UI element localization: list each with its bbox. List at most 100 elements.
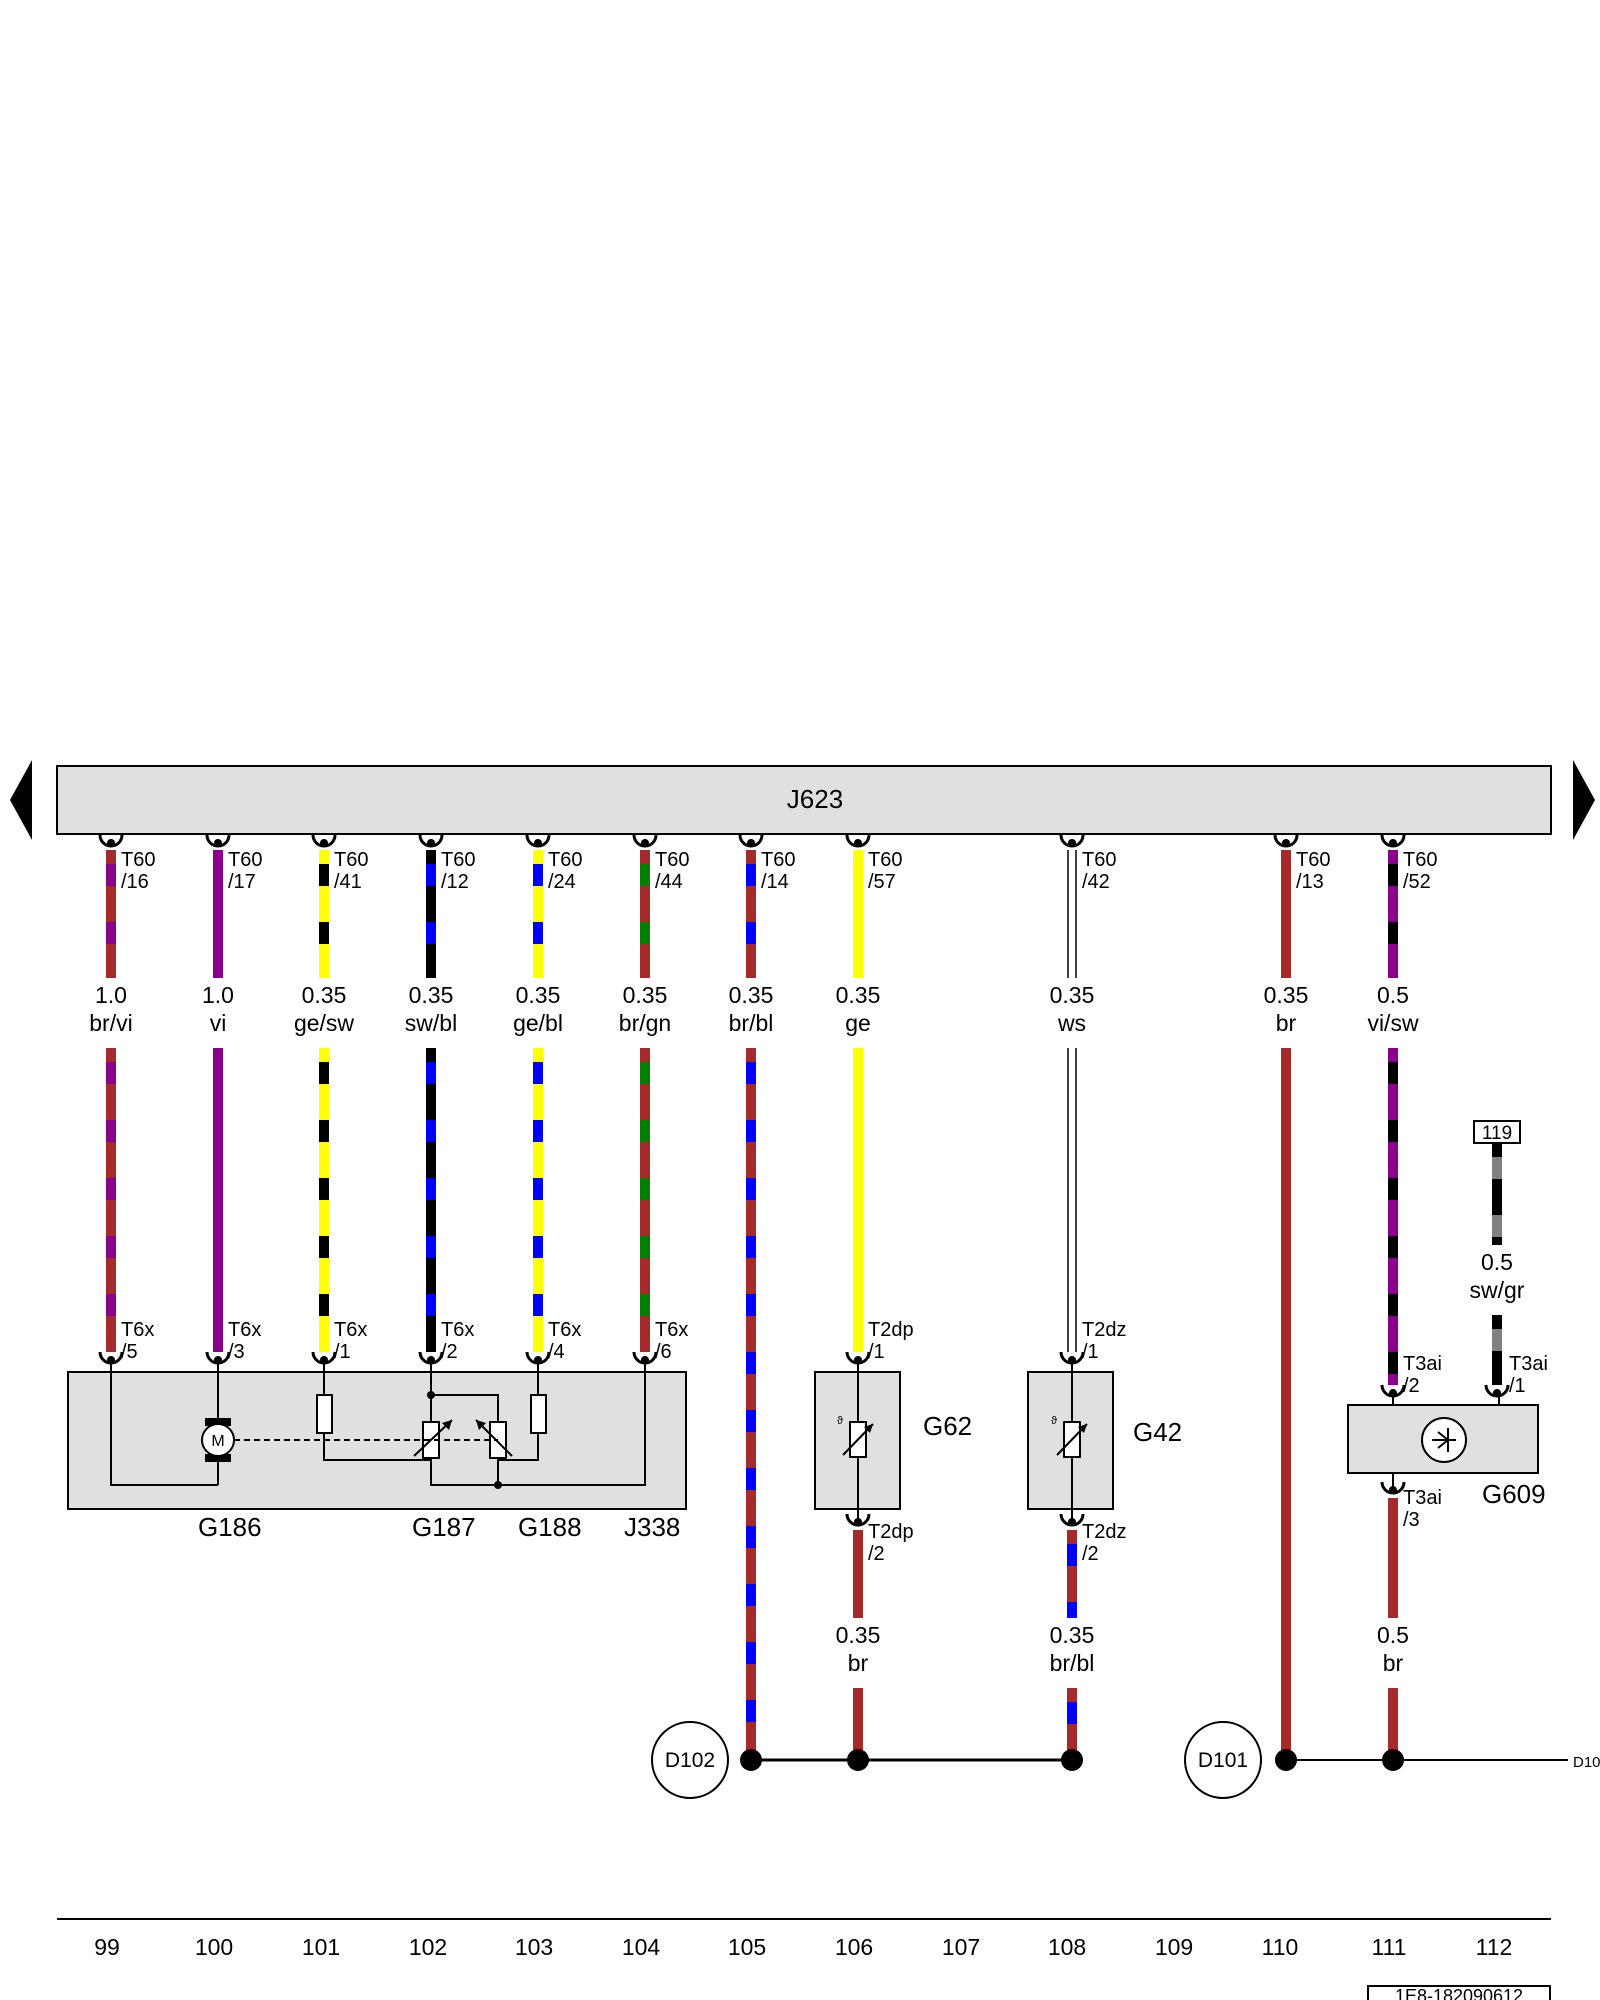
junction-dot xyxy=(494,1481,502,1489)
pin-label: T60 xyxy=(868,849,902,871)
pin-label: /57 xyxy=(868,871,896,893)
wire-color: ge/bl xyxy=(513,1010,563,1036)
wire-size: 0.5 xyxy=(1377,982,1409,1008)
column-number: 106 xyxy=(835,1934,873,1960)
pin-label: T2dp xyxy=(868,1319,914,1341)
ground-label-d101: D101 xyxy=(1198,1749,1248,1772)
motor-brush xyxy=(205,1418,231,1426)
wire-color: br xyxy=(848,1650,869,1676)
junction-dot xyxy=(1382,1749,1404,1771)
arrowhead xyxy=(864,1424,873,1433)
pin-label: /2 xyxy=(1082,1543,1099,1565)
connector-pin xyxy=(1068,839,1076,847)
pin-label: /44 xyxy=(655,871,683,893)
component-label-g186: G186 xyxy=(198,1512,262,1542)
pin-label: T6x xyxy=(228,1319,261,1341)
pin-label: /6 xyxy=(655,1341,672,1363)
pin-label: T60 xyxy=(228,849,262,871)
junction-dot xyxy=(847,1749,869,1771)
wire-color: vi/sw xyxy=(1367,1010,1419,1036)
connector-pin xyxy=(641,839,649,847)
wire-color: ws xyxy=(1057,1010,1086,1036)
pin-label: /13 xyxy=(1296,871,1324,893)
column-number: 110 xyxy=(1262,1934,1299,1960)
prev-page-arrow[interactable] xyxy=(10,760,32,840)
pin-label: /1 xyxy=(1082,1341,1099,1363)
motor-symbol: M xyxy=(211,1433,224,1450)
pressure-sensor-symbol xyxy=(1432,1428,1456,1452)
ground-point-d101 xyxy=(1184,1721,1262,1799)
wire-color: ge/sw xyxy=(294,1010,354,1036)
wire-size: 0.35 xyxy=(409,982,454,1008)
ground-label-edge: D10 xyxy=(1573,1754,1600,1771)
connector-pin xyxy=(427,839,435,847)
sensor-g42-box xyxy=(1027,1371,1114,1510)
pin-label: /2 xyxy=(868,1543,885,1565)
wire-size: 1.0 xyxy=(202,982,234,1008)
column-number: 101 xyxy=(302,1934,340,1960)
pin-label: /1 xyxy=(334,1341,351,1363)
junction-dot xyxy=(1275,1749,1297,1771)
wire-color: br/bl xyxy=(1050,1650,1095,1676)
wire-size: 0.5 xyxy=(1377,1622,1409,1648)
pin-label: T3ai xyxy=(1403,1487,1442,1509)
t6x-labels: T6x /5 T6x /3 T6x /1 T6x /2 T6x /4 T6x /… xyxy=(121,1319,688,1363)
column-number: 99 xyxy=(94,1934,120,1960)
pin-label: /5 xyxy=(121,1341,138,1363)
column-number: 100 xyxy=(195,1934,233,1960)
column-number: 102 xyxy=(409,1934,447,1960)
pin-label: /4 xyxy=(548,1341,565,1363)
pin-label: T60 xyxy=(1296,849,1330,871)
connector-pin xyxy=(1282,839,1290,847)
pin-label: /1 xyxy=(868,1341,885,1363)
connector-pin xyxy=(854,839,862,847)
component-label-g187: G187 xyxy=(412,1512,476,1542)
junction-dot xyxy=(427,1391,435,1399)
control-unit-label: J623 xyxy=(787,784,843,814)
column-number: 111 xyxy=(1372,1934,1407,1960)
connector-pin xyxy=(747,839,755,847)
column-numbers: 99 100 101 102 103 104 105 106 107 108 1… xyxy=(94,1934,1512,1960)
wire-size: 0.35 xyxy=(302,982,347,1008)
wires-layer xyxy=(106,850,1502,1760)
component-label-j338: J338 xyxy=(624,1512,680,1542)
pin-label: /42 xyxy=(1082,871,1110,893)
temperature-mark: ϑ xyxy=(837,1415,843,1427)
pin-label: /2 xyxy=(441,1341,458,1363)
wire-color: br/vi xyxy=(89,1010,132,1036)
temperature-mark: ϑ xyxy=(1051,1415,1057,1427)
document-id-box xyxy=(1367,1985,1551,2000)
control-unit-j623 xyxy=(56,765,1552,835)
pin-label: T3ai xyxy=(1509,1353,1548,1375)
column-number: 104 xyxy=(622,1934,661,1960)
next-page-arrow[interactable] xyxy=(1573,760,1595,840)
wire-size: 0.35 xyxy=(1050,1622,1095,1648)
pin-label: T6x xyxy=(655,1319,688,1341)
wire-size: 0.35 xyxy=(729,982,774,1008)
wire-size: 1.0 xyxy=(95,982,127,1008)
wire-color: vi xyxy=(210,1010,227,1036)
pin-label: /3 xyxy=(228,1341,245,1363)
wire-size: 0.5 xyxy=(1481,1249,1513,1275)
column-number: 108 xyxy=(1048,1934,1086,1960)
arrowhead xyxy=(442,1420,452,1430)
arrowhead xyxy=(476,1420,486,1430)
pin-label: T6x xyxy=(441,1319,474,1341)
sensor-g609-leads xyxy=(1392,1393,1500,1490)
pin-label: /16 xyxy=(121,871,149,893)
junction-dot xyxy=(1061,1749,1083,1771)
pin-label: T2dz xyxy=(1082,1319,1126,1341)
pin-label: T6x xyxy=(121,1319,154,1341)
pin-label: T6x xyxy=(548,1319,581,1341)
pin-label: T60 xyxy=(655,849,689,871)
connector-pin xyxy=(534,839,542,847)
wire-size: 0.35 xyxy=(1264,982,1309,1008)
ground-label-d102: D102 xyxy=(665,1749,715,1772)
ground-point-d102 xyxy=(651,1721,729,1799)
pin-label: T60 xyxy=(121,849,155,871)
motor-brush xyxy=(205,1454,231,1462)
wire-color: br/gn xyxy=(619,1010,671,1036)
connector-pin xyxy=(107,839,115,847)
wire-color: ge xyxy=(845,1010,871,1036)
resistor-icon xyxy=(530,1394,547,1434)
